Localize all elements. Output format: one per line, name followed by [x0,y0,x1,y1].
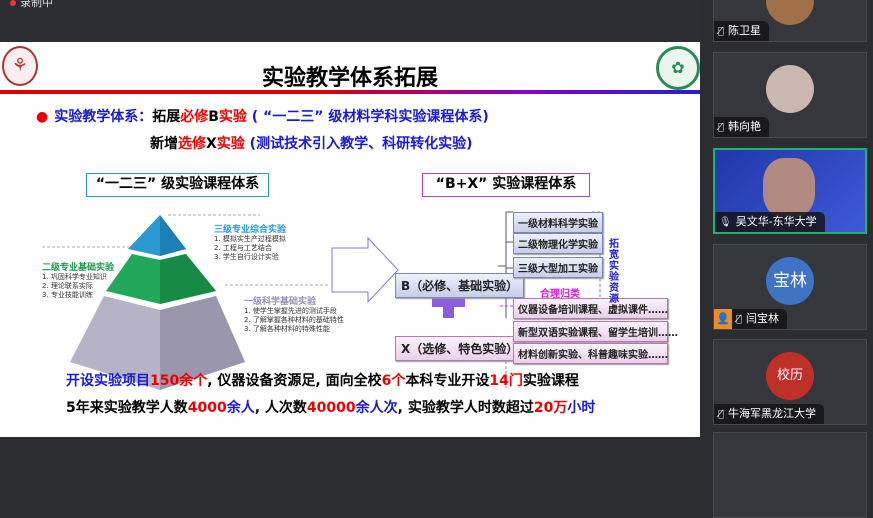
b-item: 三级大型加工实验 [513,257,603,278]
mic-on-icon: 🎙 [719,217,732,228]
text-segment: , 实验教学人时数超过 [397,400,534,416]
participant-name: 牛海军黑龙江大学 [728,407,817,420]
mic-muted-icon: 🎙̸ [718,409,725,420]
pyramid-diagram [42,211,601,390]
text-segment: (测试技术引入教学、科研转化实验) [244,136,473,152]
level1-title: 一级科学基础实验 [244,297,317,307]
text-segment: 必修 [180,109,209,125]
avatar: 校历 [766,352,814,400]
video-feed [763,158,815,218]
b-item: 一级材料科学实验 [513,212,603,233]
participant-name: 韩向艳 [728,120,762,133]
bullet-icon: ● [36,109,49,125]
mic-muted-icon: 🎙̸ [718,122,725,133]
level3-item: 1. 模拟实生产过程模拟 [214,235,286,243]
university-logo-left: ⚘ [2,46,38,86]
level3-item: 3. 学生自行设计实验 [214,253,279,261]
right-frame-title: “B+X” 实验课程体系 [422,173,590,197]
level3-title: 三级专业综合实验 [214,225,287,235]
level1-item: 2. 了解掌握各种材料的基础特性 [244,316,344,324]
text-segment: X [206,136,217,152]
text-segment: 拓展 [152,109,181,125]
text-segment: 150余个 [150,373,208,389]
text-segment: , 人次数 [254,400,307,416]
user-badge-icon: 👤 [714,309,732,329]
participant-name: 闫宝林 [746,312,780,325]
level2-item: 2. 理论联系实际 [42,282,93,290]
mic-muted-icon: 🎙̸ [718,26,725,37]
text-segment: 余人 [226,400,255,416]
bottom-line-1: 开设实验项目150余个, 仪器设备资源足, 面向全校6个本科专业开设14门实验课… [66,370,579,390]
x-item: 新型双语实验课程、留学生培训…… [513,321,678,342]
classify-label: 合理归类 [540,289,580,300]
avatar [766,65,814,113]
participant-tile[interactable]: 校历 🎙̸牛海军黑龙江大学 [713,339,867,425]
text-segment: 20万 [533,400,568,416]
slide-title: 实验教学体系拓展 [261,66,438,91]
participant-name: 吴文华-东华大学 [735,215,817,228]
transition-arrow [331,236,399,304]
level2-title: 二级专业基础实验 [42,263,115,273]
b-item: 二级物理化学实验 [513,233,603,254]
top-bar: 录制中 [0,0,700,42]
line-2: 新增选修X实验 (测试技术引入教学、科研转化实验) [150,133,472,153]
text-segment: 4000 [187,400,227,416]
text-segment: 新增 [150,136,178,152]
participant-tile[interactable]: 🎙̸陈卫星 [713,0,867,42]
level2-item: 3. 专业技能训练 [42,291,93,299]
b-category-box: B（必修、基础实验） [395,273,525,298]
participant-tile[interactable] [713,432,867,518]
text-segment: 本科专业开设 [405,373,490,389]
bottom-line-2: 5年来实验教学人数4000余人, 人次数40000余人次, 实验教学人时数超过2… [66,397,595,417]
title-divider [0,90,700,94]
text-segment: ( “一二三” 级材料学科实验课程体系) [246,109,489,125]
level2-item: 1. 巩固科学专业知识 [42,273,107,281]
participant-tile[interactable]: 🎙̸韩向艳 [713,52,867,138]
university-logo-right: ✿ [656,46,700,90]
text-segment: 实验 [216,136,245,152]
participant-name: 陈卫星 [728,24,762,37]
level3-item: 2. 工程与工艺结合 [214,244,272,252]
x-category-box: X（选修、特色实验） [395,336,525,361]
level1-item: 1. 使学生掌握先进的测试手段 [244,307,337,315]
avatar: 宝林 [766,257,814,305]
participant-tile-active-speaker[interactable]: 🎙吴文华-东华大学 [713,148,867,234]
recording-indicator: 录制中 [10,0,53,10]
text-segment: 小时 [567,400,596,416]
left-frame-title: “一二三” 级实验课程体系 [86,173,269,197]
text-segment: 余人次 [355,400,398,416]
participant-tile[interactable]: 宝林 👤 🎙̸闫宝林 [713,244,867,330]
text-segment: 14门 [489,373,523,389]
line-1: ● 实验教学体系：拓展必修B实验 ( “一二三” 级材料学科实验课程体系) [36,106,489,126]
text-segment: 开设实验项目 [66,373,150,389]
text-segment: 实验教学体系： [54,109,153,125]
side-label: 拓宽实验资源 [609,239,619,305]
x-item: 材料创新实验、科普趣味实验…… [513,343,668,364]
text-segment: 5年来实验教学人数 [66,400,188,416]
text-segment: B [208,109,219,125]
text-segment: 6个 [381,373,406,389]
x-item: 仪器设备培训课程、虚拟课件…… [513,298,668,319]
text-segment: 选修 [178,136,206,152]
record-dot-icon [10,0,16,6]
avatar [766,0,814,25]
recording-label: 录制中 [20,0,53,9]
mic-muted-icon: 🎙̸ [736,314,743,325]
level1-item: 3. 了解各种材料的特殊性能 [244,325,330,333]
text-segment: , 仪器设备资源足, 面向全校 [207,373,382,389]
text-segment: 实验课程 [522,373,579,389]
shared-slide: ⚘ ✿ 实验教学体系拓展 ●实验教学体系：拓展必修B实验 ( “一二三” 级材料… [0,42,700,437]
text-segment: 40000 [306,400,356,416]
text-segment: 实验 [218,109,247,125]
